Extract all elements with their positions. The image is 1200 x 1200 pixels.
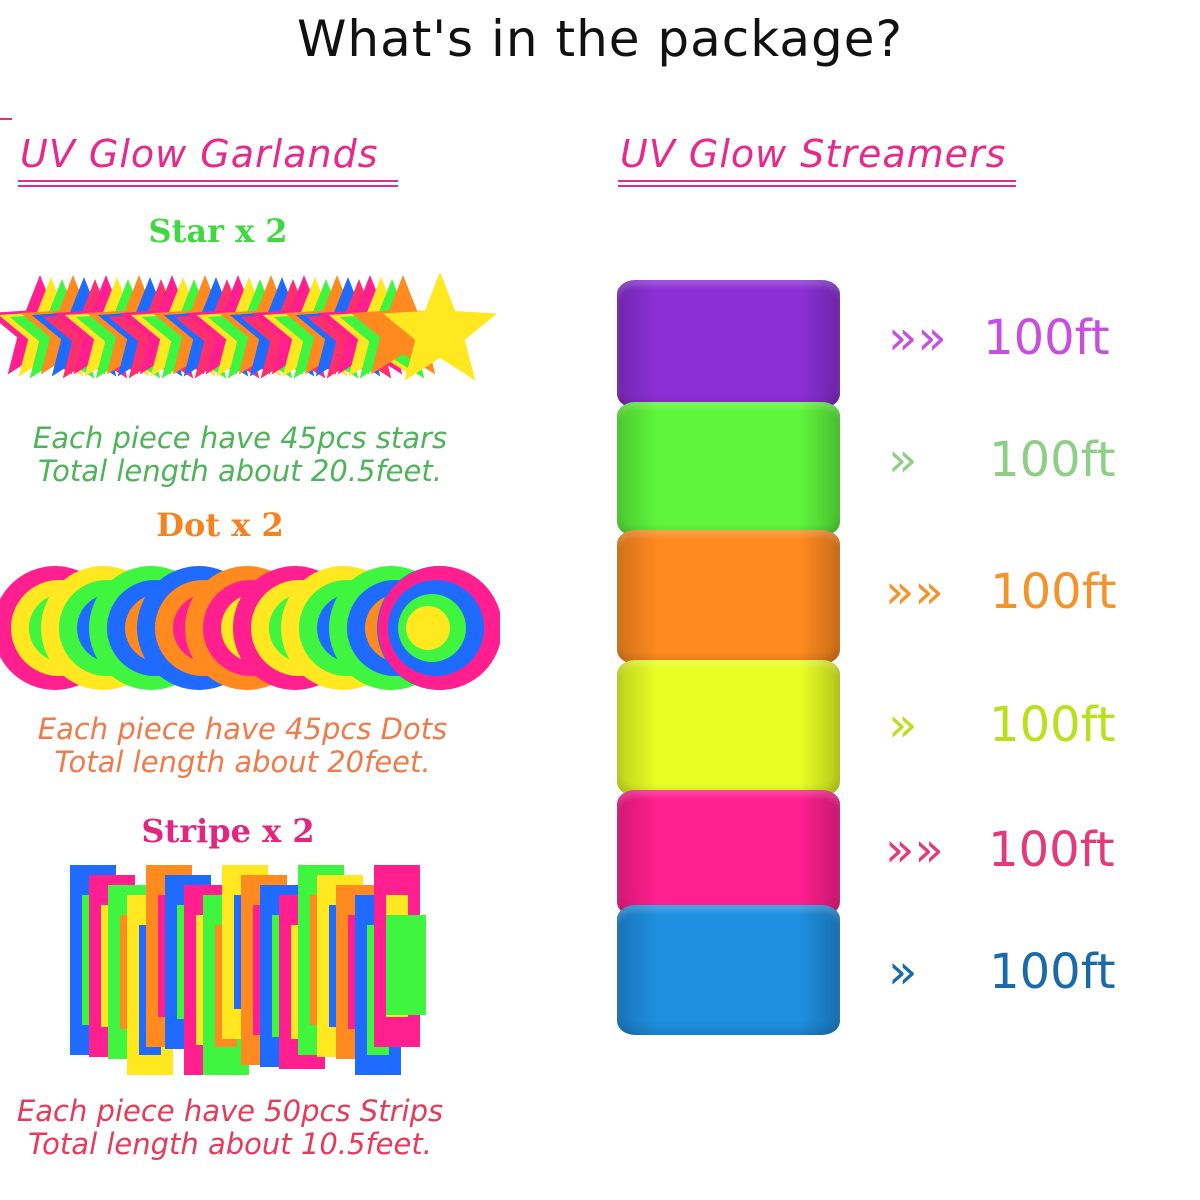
- roll-4-label: » 100ft: [888, 697, 1116, 753]
- roll-4-length: 100ft: [989, 697, 1116, 753]
- roll-1-label: »» 100ft: [888, 310, 1110, 366]
- roll-5: [617, 790, 840, 916]
- stripe-desc-line2: Total length about 10.5feet.: [28, 1127, 432, 1161]
- chevron-right-icon: »: [888, 944, 918, 1000]
- chevron-right-icon: »»: [888, 310, 947, 366]
- dot-heading: Dot x 2: [156, 506, 284, 544]
- roll-2-length: 100ft: [989, 432, 1116, 488]
- dot-shape: [406, 606, 450, 650]
- roll-1: [617, 280, 840, 408]
- chevron-right-icon: »: [888, 697, 918, 753]
- chevron-right-icon: »: [888, 432, 918, 488]
- roll-3-length: 100ft: [990, 564, 1117, 620]
- roll-5-label: »» 100ft: [885, 822, 1115, 878]
- roll-3-label: »» 100ft: [885, 564, 1117, 620]
- page-title: What's in the package?: [296, 10, 904, 68]
- star-heading: Star x 2: [148, 212, 288, 250]
- roll-3: [617, 530, 840, 664]
- stripe-garland-icon: [70, 865, 426, 1075]
- star-desc-line2: Total length about 20.5feet.: [38, 454, 442, 488]
- streamers-underline: [618, 180, 1016, 182]
- garlands-underline: [18, 180, 398, 182]
- dot-desc-line2: Total length about 20feet.: [54, 745, 431, 779]
- star-garland-icon: [0, 272, 498, 381]
- roll-1-length: 100ft: [983, 310, 1110, 366]
- edge-mark: [0, 118, 12, 120]
- streamers-heading: UV Glow Streamers: [620, 132, 1007, 176]
- chevron-right-icon: »»: [885, 822, 944, 878]
- star-shape: [382, 272, 498, 381]
- chevron-right-icon: »»: [885, 564, 944, 620]
- stripe-description: Each piece have 50pcs Strips Total lengt…: [0, 1095, 460, 1161]
- roll-6: [617, 905, 840, 1035]
- roll-4: [617, 660, 840, 796]
- star-desc-line1: Each piece have 45pcs stars: [32, 421, 448, 455]
- star-description: Each piece have 45pcs stars Total length…: [0, 422, 480, 488]
- dot-description: Each piece have 45pcs Dots Total length …: [0, 713, 485, 779]
- stripe-shape: [386, 915, 426, 1015]
- stripe-heading: Stripe x 2: [141, 812, 315, 850]
- roll-6-length: 100ft: [989, 944, 1116, 1000]
- roll-5-length: 100ft: [988, 822, 1115, 878]
- garlands-underline-2: [18, 185, 398, 187]
- roll-2-label: » 100ft: [888, 432, 1116, 488]
- dot-garland-icon: [0, 566, 500, 690]
- roll-2: [617, 402, 840, 536]
- streamers-underline-2: [618, 185, 1016, 187]
- garlands-heading: UV Glow Garlands: [20, 132, 379, 176]
- stripe-desc-line1: Each piece have 50pcs Strips: [16, 1094, 444, 1128]
- roll-6-label: » 100ft: [888, 944, 1116, 1000]
- dot-desc-line1: Each piece have 45pcs Dots: [37, 712, 448, 746]
